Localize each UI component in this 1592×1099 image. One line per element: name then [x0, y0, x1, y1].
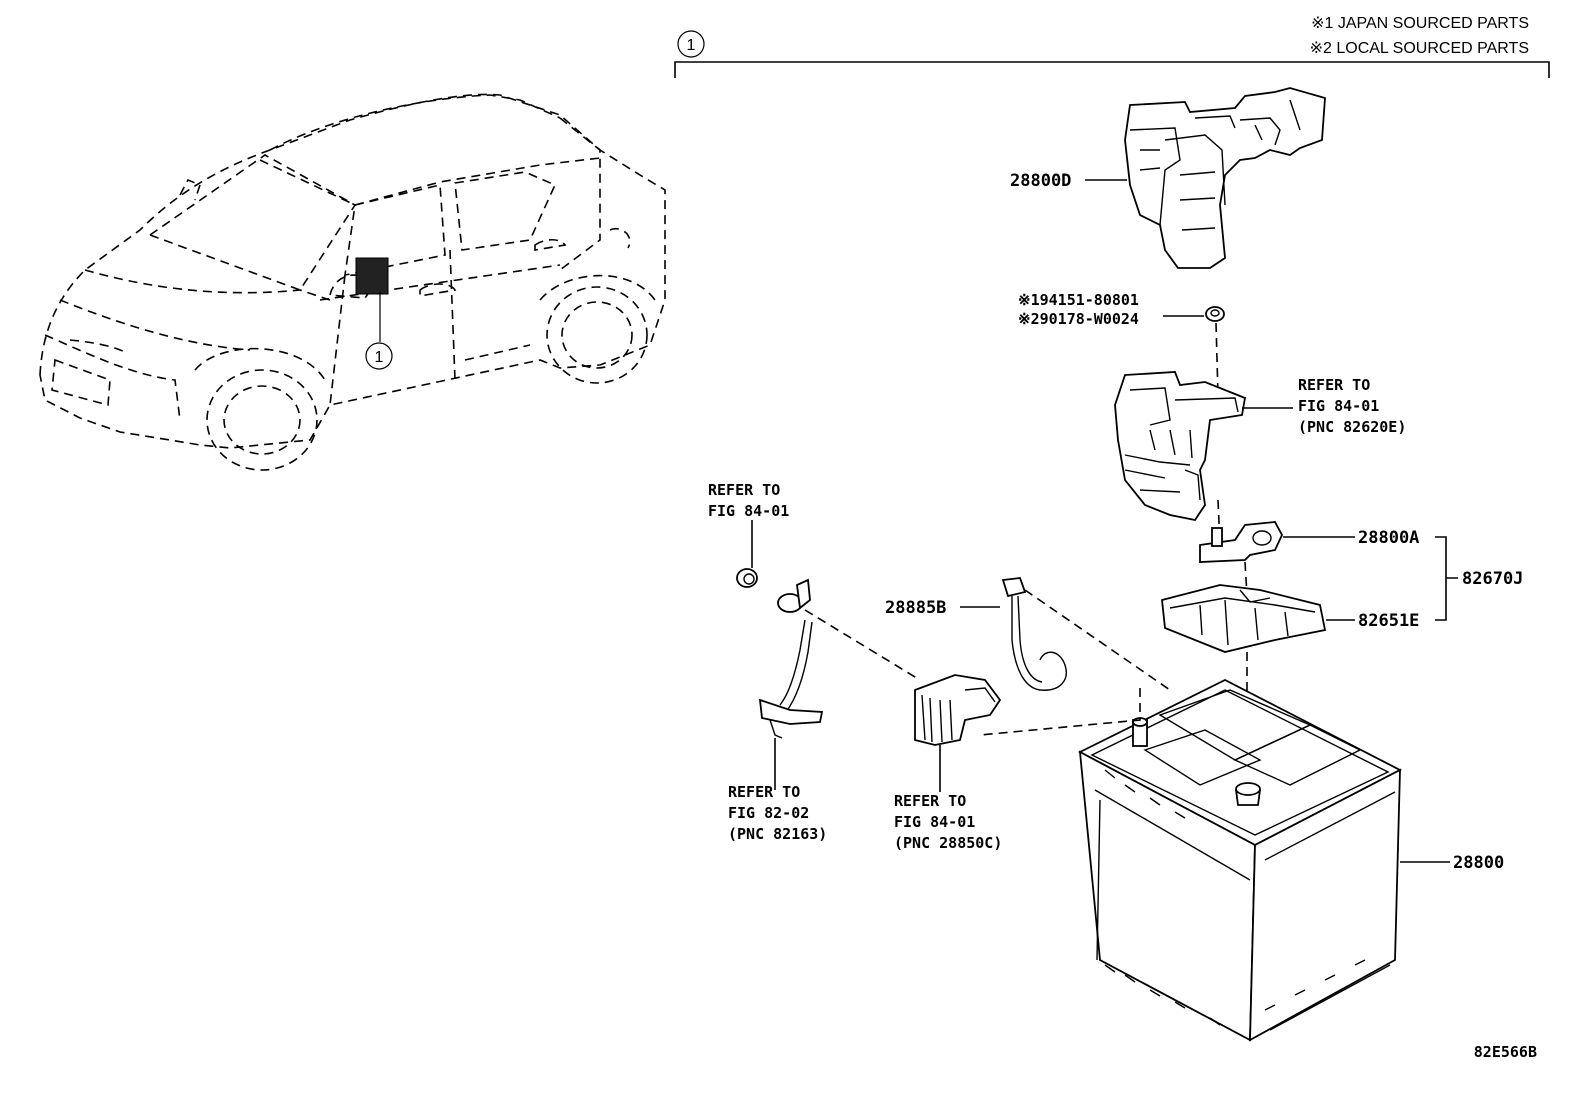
- label-28800: 28800: [1453, 853, 1504, 873]
- figure-code: 82E566B: [1474, 1043, 1537, 1061]
- label-spec-290178: ※290178-W0024: [1018, 310, 1139, 328]
- label-ref-sensor-2: FIG 84-01: [894, 813, 975, 831]
- battery-sensor: [914, 674, 1002, 746]
- group-callout: 1: [677, 30, 705, 58]
- label-ref-cable-2: FIG 82-02: [728, 804, 809, 822]
- bracket-82670J: [1435, 536, 1458, 621]
- label-spec-194151: ※194151-80801: [1018, 291, 1139, 309]
- label-ref-fuse-1: REFER TO: [1298, 376, 1370, 394]
- label-28800D: 28800D: [1010, 171, 1071, 191]
- vehicle-illustration: [39, 93, 666, 471]
- label-ref-cable-1: REFER TO: [728, 783, 800, 801]
- terminal-28800A: [1199, 521, 1284, 563]
- car-callout-number: 1: [375, 349, 384, 366]
- label-ref-fuse-3: (PNC 82620E): [1298, 418, 1406, 436]
- battery-28800: [1078, 678, 1402, 1042]
- negative-cable: [758, 578, 824, 739]
- label-ref-sensor-1: REFER TO: [894, 792, 966, 810]
- bolt: [736, 568, 758, 588]
- label-28885B: 28885B: [885, 598, 946, 618]
- cable-28885B: [1001, 577, 1067, 691]
- label-ref-cable-3: (PNC 82163): [728, 825, 827, 843]
- label-82670J: 82670J: [1462, 569, 1523, 589]
- label-ref-bolt-2: FIG 84-01: [708, 502, 789, 520]
- label-ref-fuse-2: FIG 84-01: [1298, 397, 1379, 415]
- label-28800A: 28800A: [1358, 528, 1419, 548]
- note-japan-sourced: ※1 JAPAN SOURCED PARTS: [1311, 15, 1529, 32]
- nut: [1205, 306, 1225, 322]
- car-callout: 1: [365, 342, 393, 370]
- group-bracket: [674, 61, 1550, 78]
- battery-cover-82651E: [1161, 584, 1327, 653]
- battery-location-mark: [355, 257, 389, 295]
- terminal-cover-28800D: [1124, 87, 1326, 269]
- label-ref-bolt-1: REFER TO: [708, 481, 780, 499]
- fuse-block: [1114, 371, 1247, 522]
- label-82651E: 82651E: [1358, 611, 1419, 631]
- note-local-sourced: ※2 LOCAL SOURCED PARTS: [1310, 40, 1529, 57]
- label-ref-sensor-3: (PNC 28850C): [894, 834, 1002, 852]
- group-callout-number: 1: [687, 37, 696, 54]
